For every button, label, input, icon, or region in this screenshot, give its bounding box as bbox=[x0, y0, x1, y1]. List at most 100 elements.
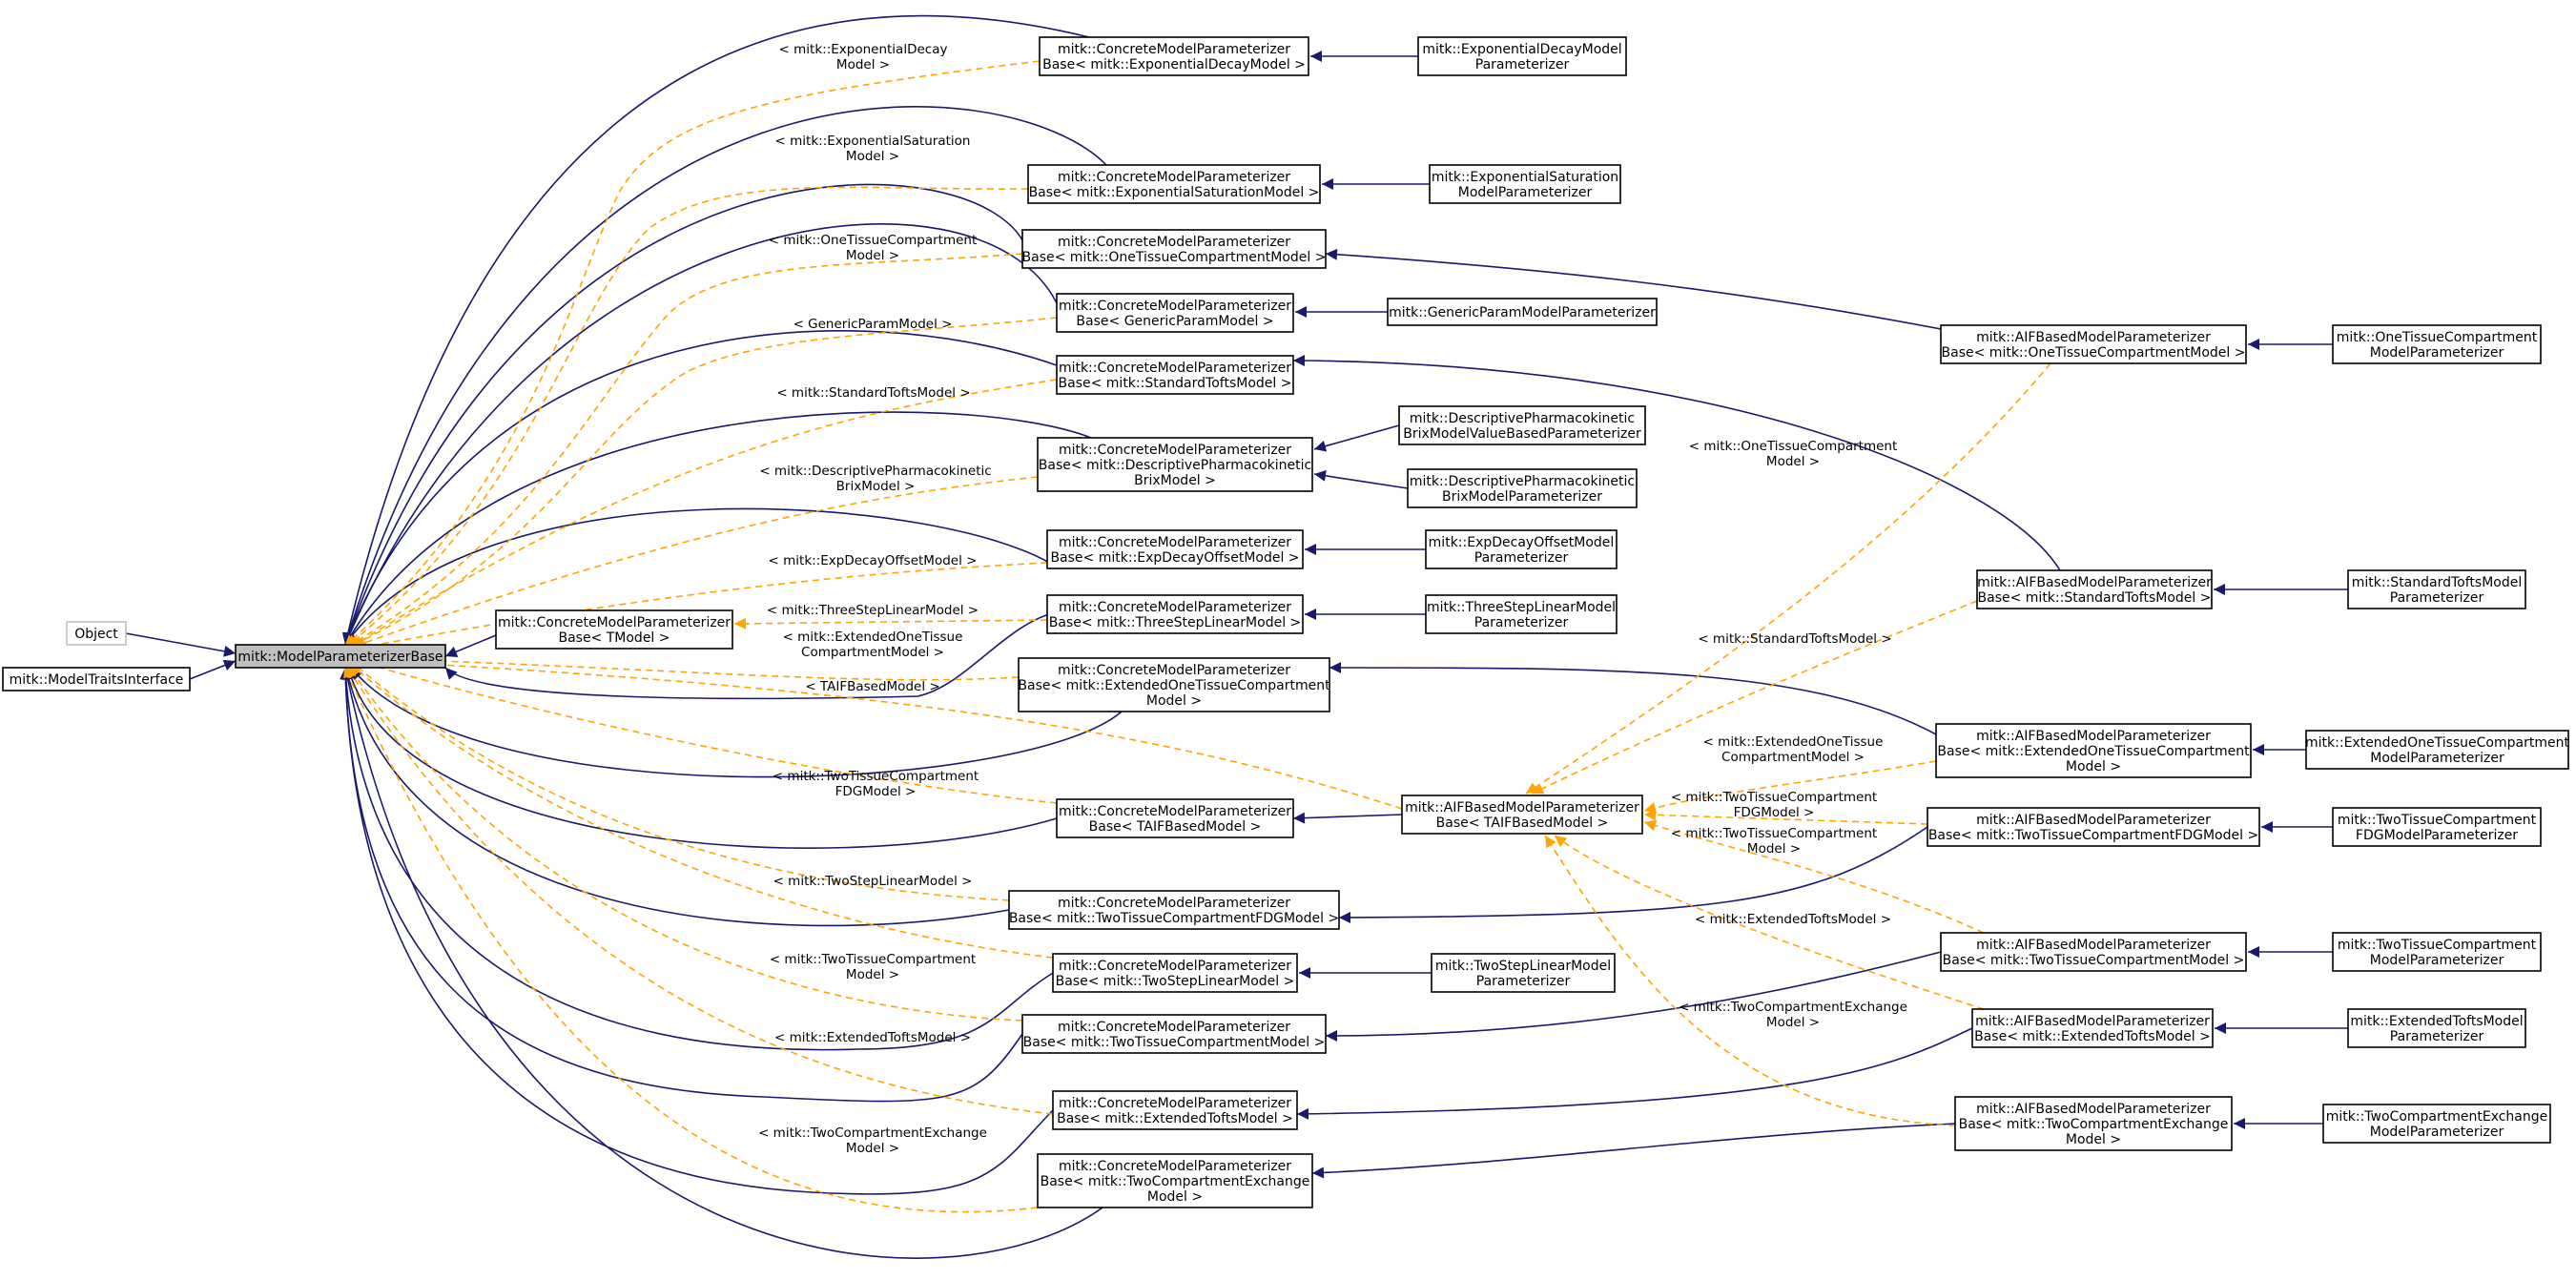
edge-label-line: < mitk::TwoCompartmentExchange bbox=[758, 1125, 987, 1141]
class-name-line: BrixModel > bbox=[1134, 473, 1216, 488]
edge-label-e-twostep: < mitk::TwoStepLinearModel > bbox=[773, 874, 973, 889]
class-name-line: mitk::GenericParamModelParameterizer bbox=[1389, 305, 1656, 320]
edge-c-twocx-base bbox=[341, 667, 1103, 1259]
edge-c-twotcfdg-cbt bbox=[351, 661, 1010, 901]
class-name-line: mitk::ConcreteModelParameterizer bbox=[1058, 896, 1290, 911]
class-name-line: mitk::ConcreteModelParameterizer bbox=[1059, 299, 1291, 314]
class-name-line: Base< mitk::ExponentialDecayModel > bbox=[1042, 57, 1306, 72]
class-box bbox=[235, 644, 446, 669]
class-name-line: mitk::ExtendedOneTissueCompartment bbox=[2305, 735, 2569, 751]
edge-l-brixvb-c-brix bbox=[1313, 424, 1400, 452]
class-name-line: ModelParameterizer bbox=[2370, 751, 2504, 766]
class-name-line: Base< TAIFBasedModel > bbox=[1089, 819, 1262, 835]
edge-c-expoff-cbt bbox=[355, 562, 1048, 652]
edge-c-extonetc-base bbox=[350, 667, 1123, 778]
edge-traits-base bbox=[189, 659, 237, 680]
class-name-line: Base< mitk::TwoTissueCompartmentModel > bbox=[1943, 953, 2245, 968]
class-box bbox=[1425, 529, 1618, 569]
class-name-line: Model > bbox=[1146, 693, 1202, 709]
edge-c-twotcfdg-base bbox=[342, 667, 1010, 927]
class-box bbox=[2322, 1104, 2551, 1144]
edge-label-line: Model > bbox=[1747, 841, 1801, 857]
class-name-line: mitk::ConcreteModelParameterizer bbox=[1058, 1020, 1290, 1035]
class-node-traits[interactable]: mitk::ModelTraitsInterface bbox=[2, 667, 191, 692]
class-box bbox=[1039, 36, 1309, 76]
class-node-l-generic[interactable]: mitk::GenericParamModelParameterizer bbox=[1387, 298, 1658, 326]
edge-a-twotc-concrete bbox=[1325, 951, 1942, 1042]
class-name-line: mitk::OneTissueCompartment bbox=[2337, 330, 2538, 345]
edge-label-line: Model > bbox=[846, 967, 899, 982]
class-name: mitk::ModelParameterizerBase bbox=[237, 650, 443, 665]
edge-label-line: < mitk::TwoTissueCompartment bbox=[1671, 826, 1877, 841]
edge-label-line: < mitk::TwoTissueCompartment bbox=[773, 769, 979, 784]
edge-cbt-base bbox=[444, 634, 497, 657]
class-box bbox=[2347, 1008, 2526, 1048]
class-name: mitk::ModelTraitsInterface bbox=[10, 672, 184, 688]
edge-label-e-stdtofts: < mitk::StandardToftsModel > bbox=[776, 385, 970, 401]
class-box bbox=[1387, 298, 1658, 326]
class-name-line: Base< TModel > bbox=[558, 630, 670, 646]
class-node-base[interactable]: mitk::ModelParameterizerBase bbox=[235, 644, 446, 669]
class-name-line: Base< mitk::ExtendedOneTissueCompartment bbox=[1937, 744, 2250, 759]
class-box bbox=[1398, 405, 1646, 445]
edge-a-onetc-aif-t bbox=[1525, 362, 2051, 795]
edge-a-exttofts-aif-t bbox=[1554, 835, 1985, 1010]
class-node-object[interactable]: Object bbox=[66, 621, 127, 646]
class-name-line: mitk::AIFBasedModelParameterizer bbox=[1976, 813, 2211, 828]
class-box bbox=[1954, 1096, 2233, 1151]
edge-c-exttofts-base bbox=[340, 667, 1054, 1195]
class-name-line: mitk::AIFBasedModelParameterizer bbox=[1976, 938, 2211, 953]
